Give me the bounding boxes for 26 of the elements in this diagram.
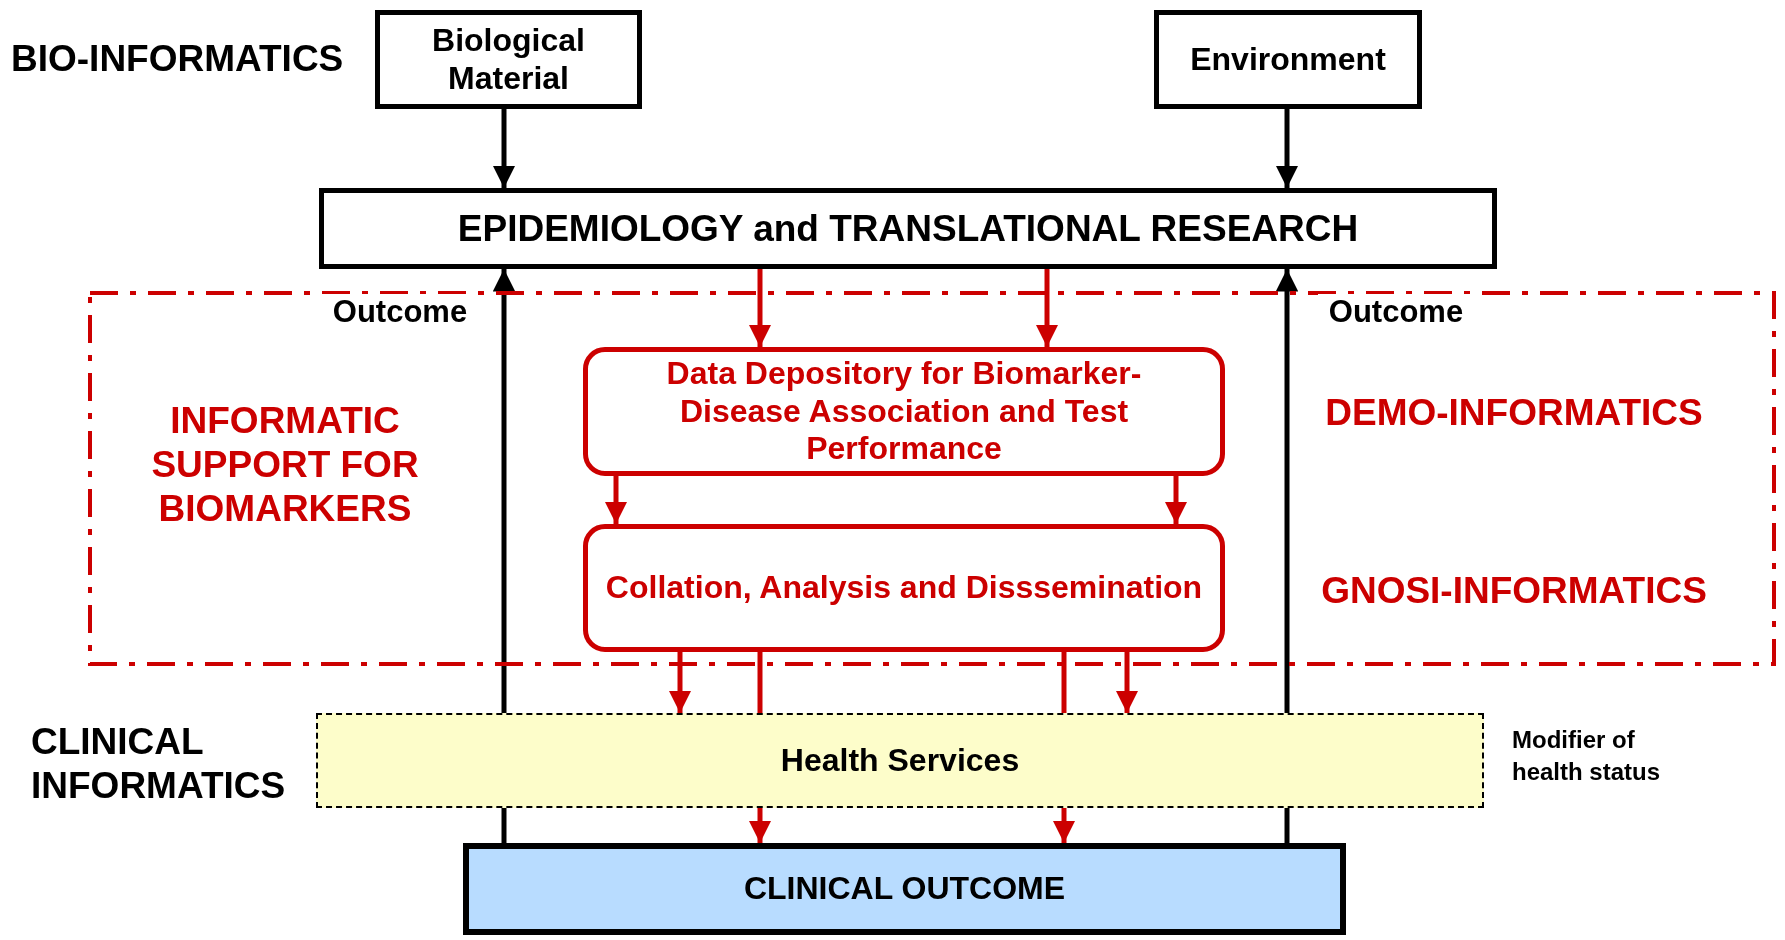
side-note: Modifier of health status: [1512, 725, 1662, 787]
section-label: BIO-INFORMATICS: [11, 37, 345, 81]
arrow: [668, 652, 692, 713]
arrow: [1164, 476, 1188, 524]
dashed-band: Health Services: [316, 713, 1484, 808]
region-heading: DEMO-INFORMATICS: [1324, 391, 1704, 435]
rounded-box: Data Depository for Biomarker-Disease Association and Test Performance: [583, 347, 1225, 476]
region-heading: GNOSI-INFORMATICS: [1320, 569, 1708, 613]
arrow: [1035, 269, 1059, 347]
arrow: [604, 476, 628, 524]
arrow: [492, 269, 516, 713]
arrow: [1275, 109, 1299, 188]
arrow: [1115, 652, 1139, 713]
arrow: [748, 808, 772, 843]
outcome-box: CLINICAL OUTCOME: [463, 843, 1346, 935]
process-box: EPIDEMIOLOGY and TRANSLATIONAL RESEARCH: [319, 188, 1497, 269]
region-heading: INFORMATIC SUPPORT FOR BIOMARKERS: [150, 399, 420, 531]
arrow: [748, 269, 772, 347]
dash-dot-region: [88, 291, 1776, 666]
arrow: [1052, 808, 1076, 843]
arrow: [1275, 269, 1299, 713]
rounded-box: Collation, Analysis and Disssemination: [583, 524, 1225, 652]
process-box: Environment: [1154, 10, 1422, 109]
arrow: [492, 109, 516, 188]
section-label: CLINICAL INFORMATICS: [31, 720, 287, 808]
process-box: Biological Material: [375, 10, 642, 109]
